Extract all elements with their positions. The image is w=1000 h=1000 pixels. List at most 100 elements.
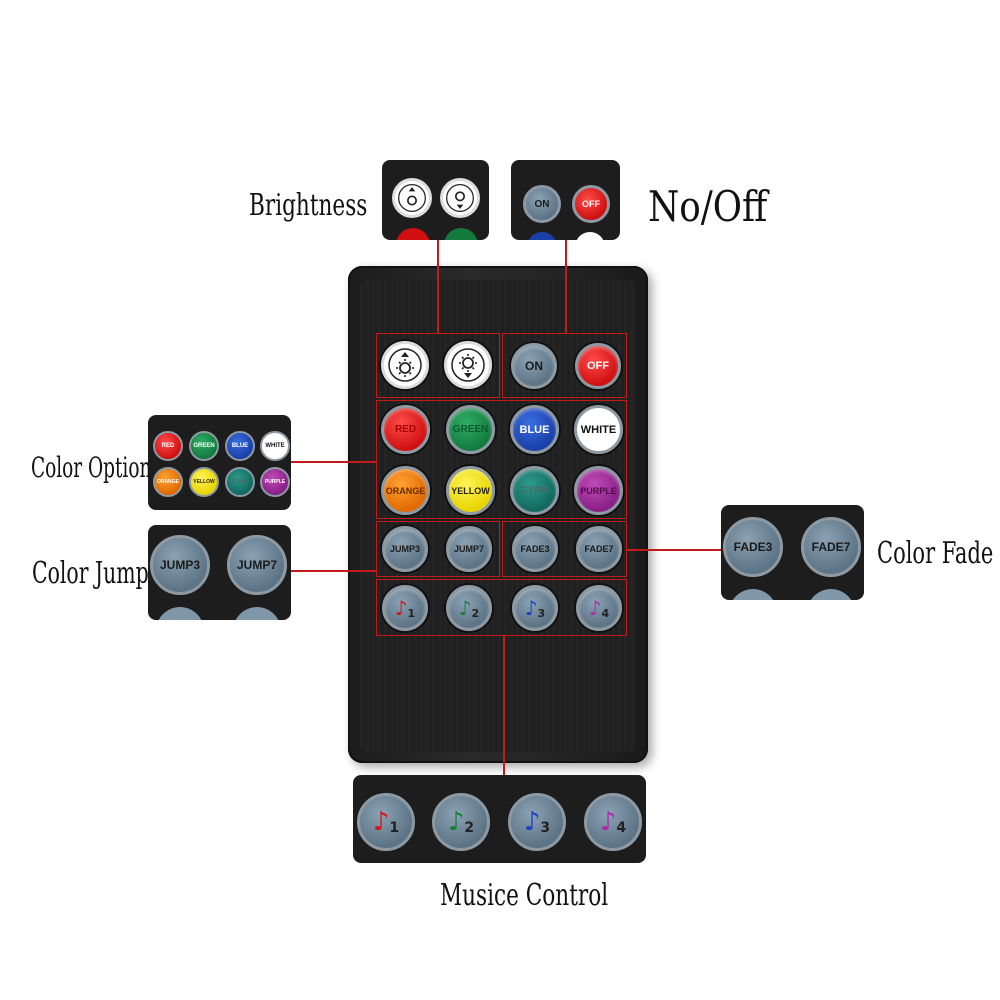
color-option-group [376, 400, 627, 519]
inset-off-icon: OFF [572, 185, 610, 223]
inset-jump3-label: JUMP3 [159, 558, 200, 572]
inset-red-partial [396, 228, 430, 240]
music-control-group [376, 579, 627, 636]
inset-red-icon: RED [153, 431, 183, 461]
music-control-label: Musice Control [440, 878, 609, 913]
color-option-label: Color Option [31, 451, 152, 484]
on-off-leader-line [565, 240, 567, 334]
green-button-label: GREEN [452, 424, 489, 435]
on-off-group [502, 333, 627, 398]
inset-yellow-label: YELLOW [193, 479, 215, 485]
inset-on-icon: ON [523, 185, 561, 223]
inset-cyan-label: CYAN [231, 479, 249, 485]
music-note-icon: ♪ [524, 596, 538, 620]
inset-music1-label: 1 [389, 820, 400, 836]
jump3-button-label: JUMP3 [389, 544, 420, 554]
inset-red-label: RED [161, 443, 175, 449]
music-note-icon: ♪ [447, 807, 465, 837]
inset-brightness-down-icon [392, 178, 432, 218]
jump3-button[interactable]: JUMP3 [382, 526, 428, 572]
brightness-label: Brightness [249, 188, 368, 223]
sun-up-icon [451, 348, 485, 382]
inset-fade3-label: FADE3 [733, 540, 773, 554]
brightness-leader-line [437, 240, 439, 334]
color-jump-inset: JUMP3 JUMP7 [148, 525, 291, 620]
inset-fade3-icon: FADE3 [723, 517, 783, 577]
inset-white-icon: WHITE [260, 431, 290, 461]
music4-button[interactable]: ♪4 [576, 585, 622, 631]
inset-cyan-icon: CYAN [225, 467, 255, 497]
inset-music4-label: 4 [616, 820, 627, 836]
music1-button-label: 1 [407, 606, 416, 620]
color-fade-leader-line [626, 549, 722, 551]
fade7-button[interactable]: FADE7 [576, 526, 622, 572]
brightness-down-button[interactable] [381, 341, 429, 389]
brightness-inset [382, 160, 489, 240]
music-note-icon: ♪ [523, 807, 541, 837]
yellow-button-label: YELLOW [451, 485, 490, 496]
inset-music3-label: 3 [540, 820, 551, 836]
inset-orange-label: ORANGE [157, 479, 179, 485]
inset-white-label: WHITE [265, 443, 285, 449]
orange-button[interactable]: ORANGE [381, 466, 430, 515]
on-button[interactable]: ON [511, 343, 557, 389]
off-button-label: OFF [587, 360, 609, 372]
brightness-up-button[interactable] [444, 341, 492, 389]
blue-button-label: BLUE [519, 423, 550, 436]
inset-music2-label: 2 [464, 820, 475, 836]
music3-button-label: 3 [537, 606, 546, 620]
on-off-label: No/Off [648, 182, 768, 231]
music3-button[interactable]: ♪3 [512, 585, 558, 631]
purple-button[interactable]: PURPLE [574, 466, 623, 515]
off-button[interactable]: OFF [575, 343, 621, 389]
blue-button[interactable]: BLUE [510, 405, 559, 454]
fade3-button[interactable]: FADE3 [512, 526, 558, 572]
music-note-icon: ♪ [588, 596, 602, 620]
inset-purple-label: PURPLE [264, 479, 286, 485]
on-off-inset: ON OFF [511, 160, 620, 240]
color-option-inset: RED GREEN BLUE WHITE ORANGE YELLOW CYAN … [148, 415, 291, 510]
orange-button-label: ORANGE [385, 485, 426, 496]
jump7-button[interactable]: JUMP7 [446, 526, 492, 572]
inset-music1-icon: ♪1 [357, 793, 415, 851]
color-fade-label: Color Fade [877, 536, 994, 571]
fade3-button-label: FADE3 [520, 544, 550, 554]
inset-purple-icon: PURPLE [260, 467, 290, 497]
color-jump-group [376, 521, 500, 577]
inset-green-icon: GREEN [189, 431, 219, 461]
color-option-leader-line [291, 461, 377, 463]
music2-button[interactable]: ♪2 [446, 585, 492, 631]
music2-button-label: 2 [471, 606, 480, 620]
inset-music4-icon: ♪4 [584, 793, 642, 851]
inset-white-partial [575, 232, 605, 240]
inset-music2-icon: ♪2 [432, 793, 490, 851]
inset-blue-label: BLUE [231, 443, 249, 449]
music-note-icon: ♪ [458, 596, 472, 620]
sun-down-icon [388, 348, 422, 382]
on-button-label: ON [525, 359, 543, 373]
music4-button-label: 4 [601, 606, 610, 620]
cyan-button[interactable]: CYAN [510, 466, 559, 515]
inset-green-label: GREEN [193, 443, 215, 449]
inset-music3-icon: ♪3 [508, 793, 566, 851]
white-button-label: WHITE [580, 423, 617, 436]
jump7-button-label: JUMP7 [453, 544, 484, 554]
yellow-button[interactable]: YELLOW [446, 466, 495, 515]
inset-off-label: OFF [582, 199, 600, 209]
inset-jump7-label: JUMP7 [236, 558, 277, 572]
inset-yellow-icon: YELLOW [189, 467, 219, 497]
white-button[interactable]: WHITE [574, 405, 623, 454]
cyan-button-label: CYAN [520, 485, 549, 496]
inset-fade-partial-2 [807, 589, 855, 600]
inset-blue-partial [527, 232, 557, 240]
inset-jump-partial-1 [156, 607, 204, 620]
color-jump-label: Color Jump [32, 556, 149, 591]
inset-fade-partial-1 [729, 589, 777, 600]
green-button[interactable]: GREEN [446, 405, 495, 454]
music1-button[interactable]: ♪1 [382, 585, 428, 631]
inset-jump-partial-2 [233, 607, 281, 620]
red-button[interactable]: RED [381, 405, 430, 454]
inset-jump7-icon: JUMP7 [227, 535, 287, 595]
inset-fade7-icon: FADE7 [801, 517, 861, 577]
fade7-button-label: FADE7 [584, 544, 614, 554]
